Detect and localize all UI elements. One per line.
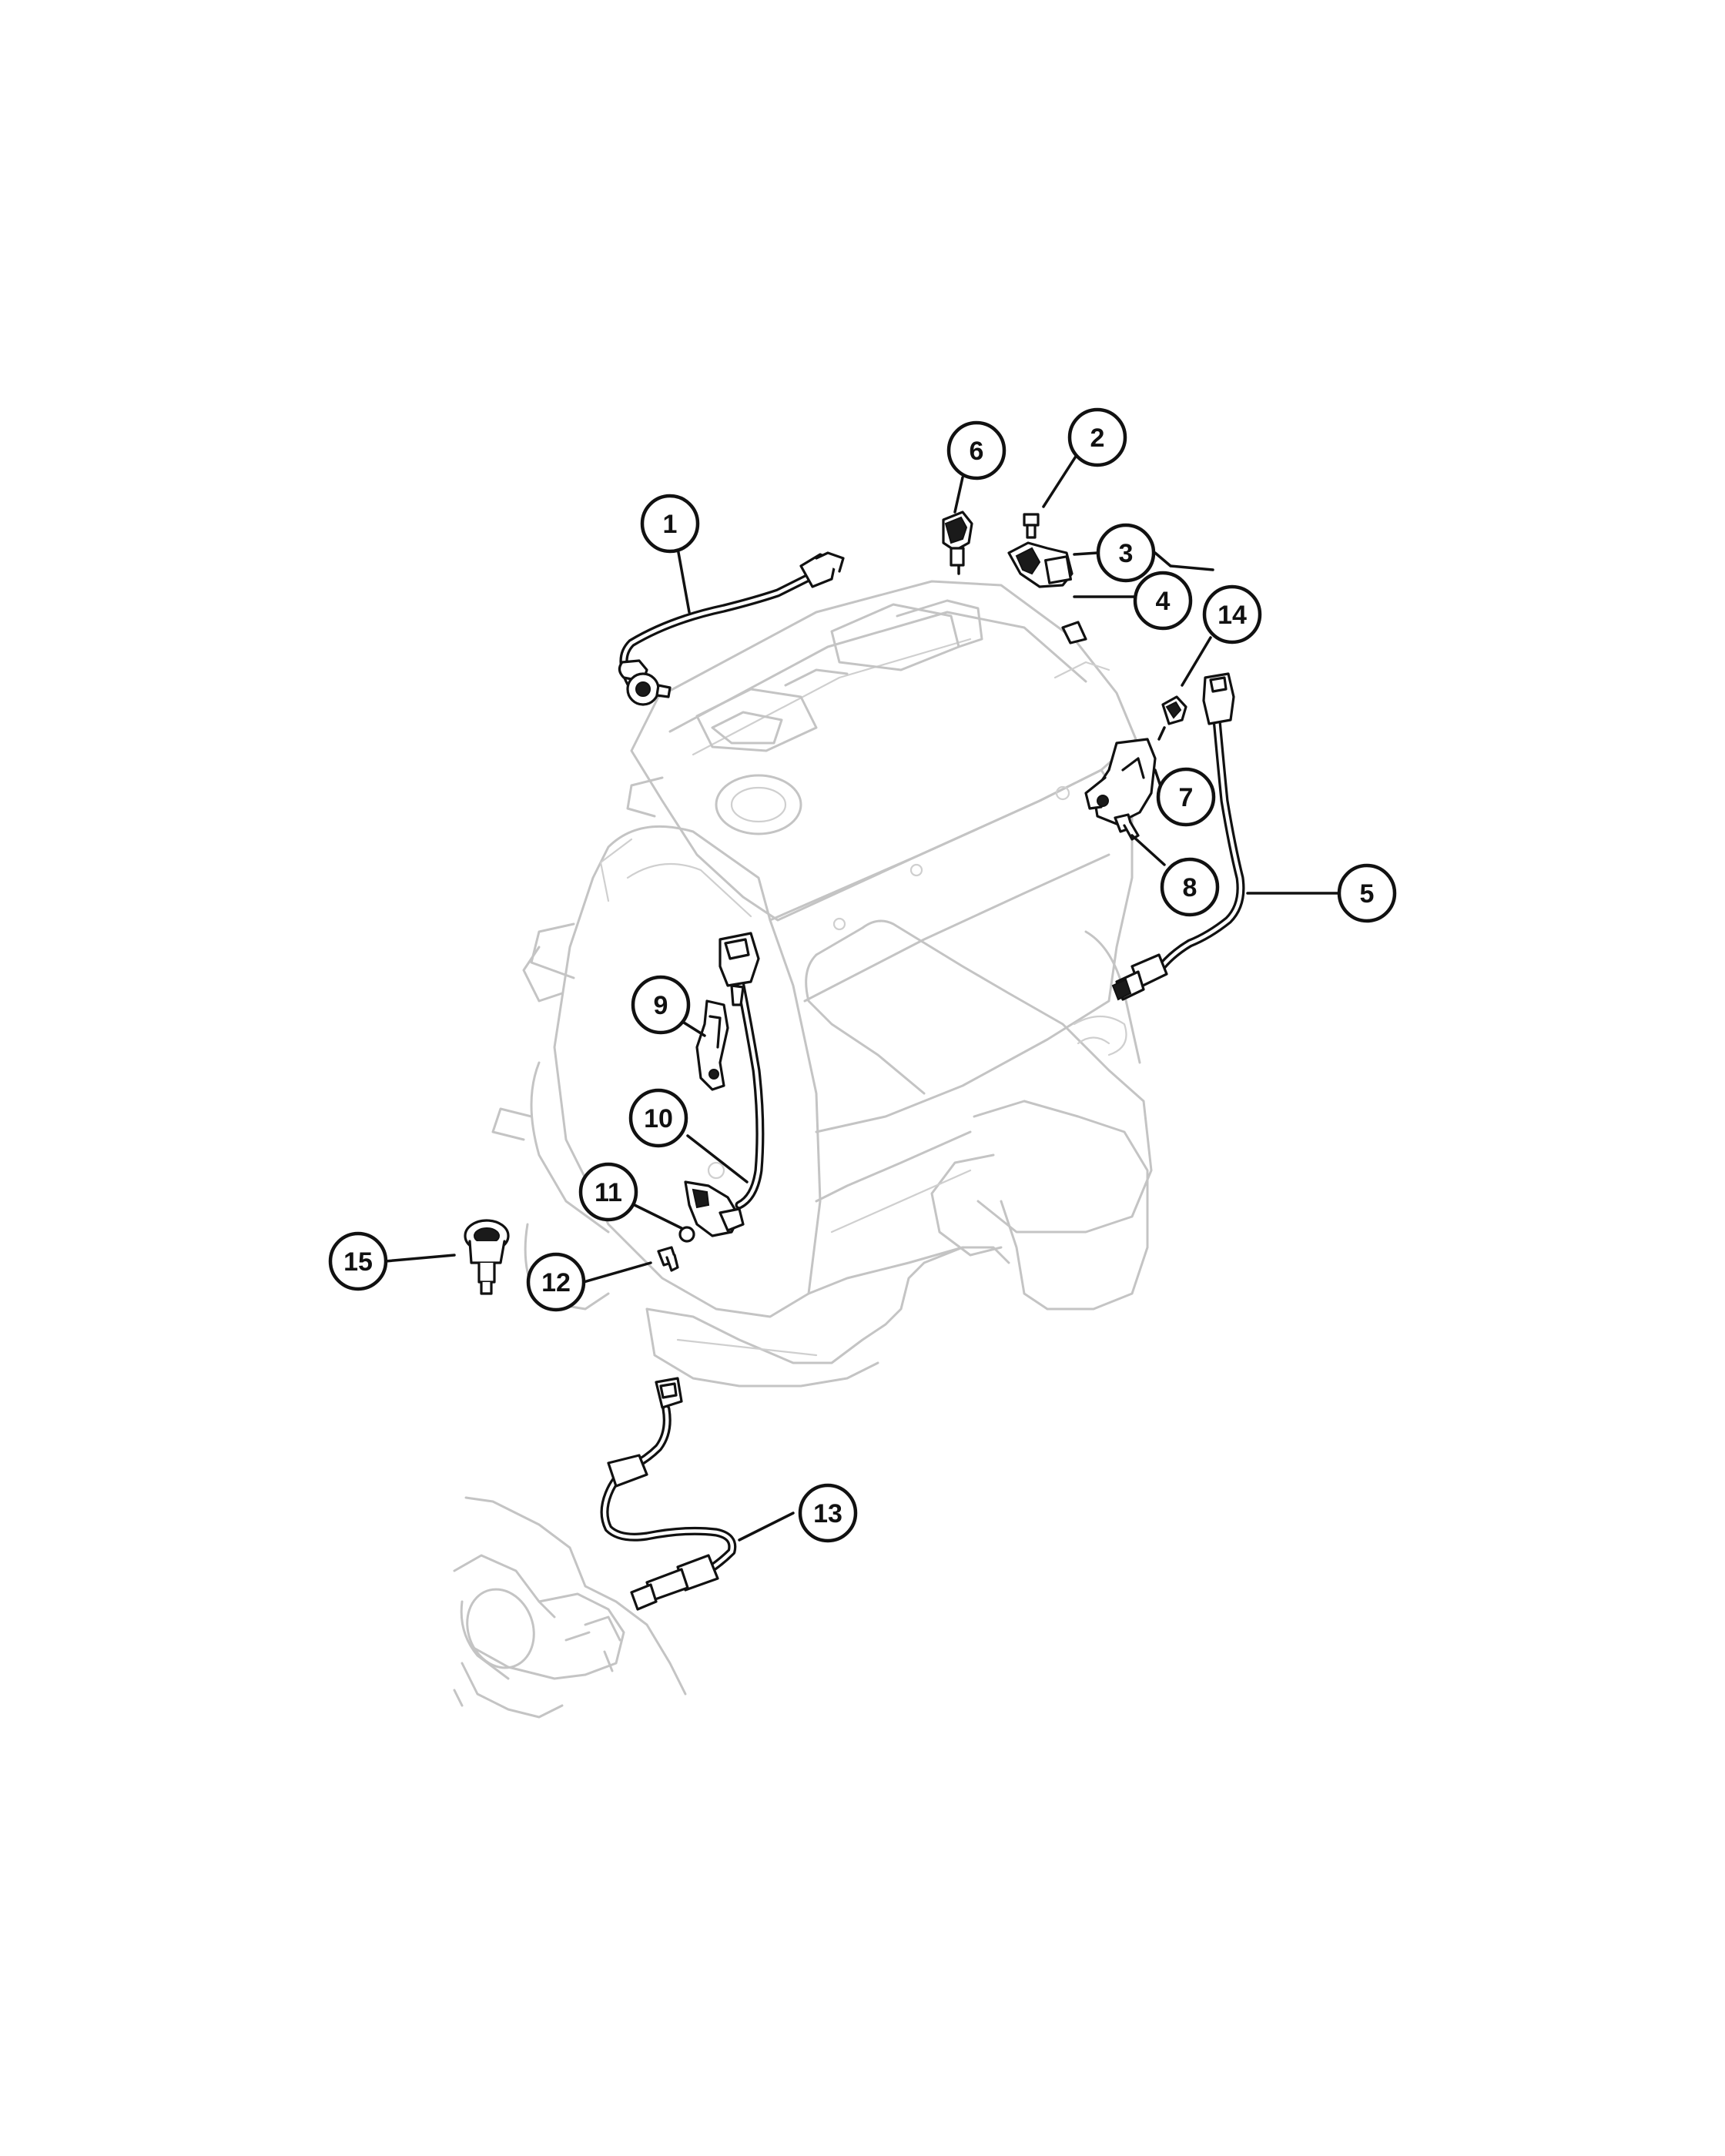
part-12-bolt: [657, 1246, 679, 1272]
callout-14-label: 14: [1218, 601, 1247, 630]
part-14-sensor: [1157, 695, 1187, 741]
part-6-sensor: [942, 511, 973, 575]
callout-11-label: 11: [595, 1178, 622, 1207]
part-9-bracket: [695, 999, 729, 1091]
callout-7-label: 7: [1179, 783, 1194, 812]
part-10-sensor-harness: [684, 932, 765, 1237]
callout-1: 1: [640, 494, 700, 554]
callout-6-label: 6: [970, 437, 984, 466]
part-2-bolt: [1023, 513, 1040, 539]
callout-14: 14: [1202, 584, 1262, 644]
engine-block-illustration: [491, 580, 1153, 1388]
part-15-knock-sensor: [464, 1219, 510, 1295]
callout-6: 6: [946, 420, 1007, 480]
callout-3-label: 3: [1119, 539, 1134, 568]
callout-12: 12: [526, 1252, 586, 1312]
part-1-sensor-harness: [618, 551, 845, 706]
callout-1-label: 1: [663, 510, 678, 539]
callout-9: 9: [631, 975, 691, 1035]
callout-2-label: 2: [1090, 424, 1105, 453]
part-7-bracket: [1084, 738, 1157, 825]
callout-8-label: 8: [1183, 873, 1197, 902]
callout-13-label: 13: [813, 1499, 842, 1528]
exhaust-pipe-illustration: [453, 1496, 687, 1719]
callout-15: 15: [328, 1231, 388, 1291]
part-3-sensor: [1007, 541, 1074, 588]
part-5-oxygen-sensor: [1111, 672, 1245, 1001]
part-8-bolt: [1114, 813, 1140, 841]
callout-10: 10: [628, 1088, 688, 1148]
callout-4-label: 4: [1156, 587, 1171, 616]
callout-8: 8: [1160, 857, 1220, 917]
callout-5-label: 5: [1360, 879, 1375, 909]
callout-13: 13: [798, 1483, 858, 1543]
callout-12-label: 12: [541, 1268, 571, 1297]
part-13-oxygen-sensor: [600, 1377, 737, 1611]
callout-9-label: 9: [654, 991, 668, 1020]
callout-4: 4: [1133, 571, 1193, 631]
callout-2: 2: [1067, 407, 1127, 467]
part-4-seal: [1061, 621, 1087, 644]
callout-7: 7: [1156, 767, 1216, 827]
callout-11: 11: [578, 1162, 638, 1222]
callout-15-label: 15: [343, 1247, 373, 1277]
callout-10-label: 10: [644, 1104, 673, 1133]
callout-3: 3: [1096, 523, 1156, 583]
part-11-washer: [678, 1226, 695, 1243]
callout-5: 5: [1337, 863, 1397, 923]
